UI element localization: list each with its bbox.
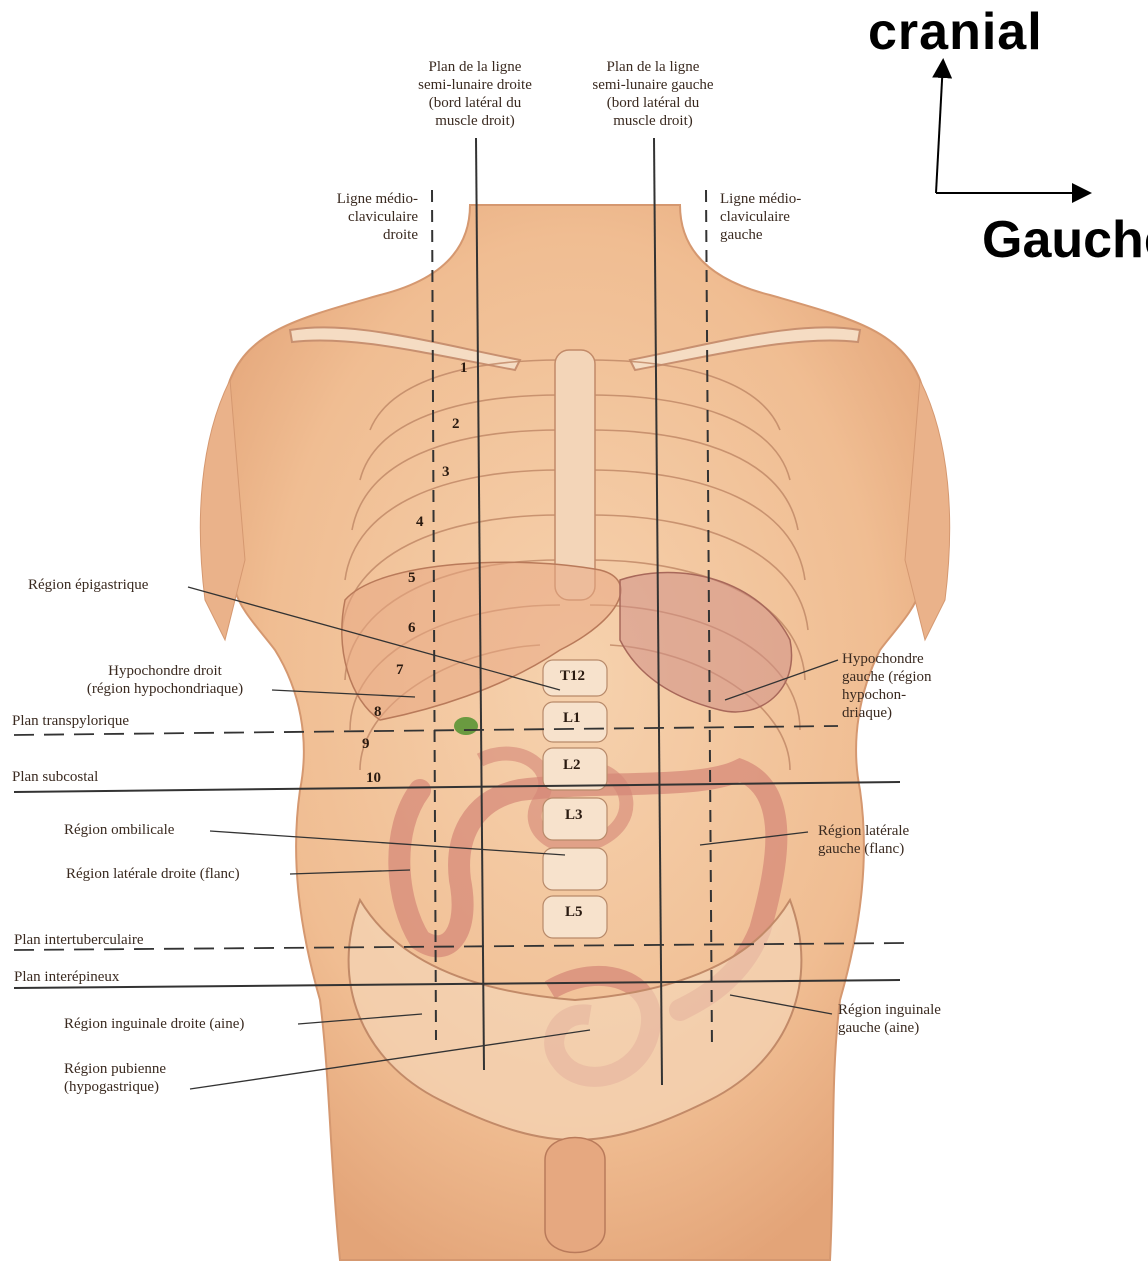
vertebra-l3: L3	[565, 807, 583, 824]
semilunaire-droite-label: Plan de la ligne semi-lunaire droite (bo…	[390, 58, 560, 130]
gallbladder	[454, 717, 478, 735]
vertebra-t12: T12	[560, 668, 585, 685]
region-laterale-gauche-label: Région latérale gauche (flanc)	[818, 822, 909, 858]
vertebral-column	[543, 660, 607, 938]
hypochondre-gauche-label: Hypochondre gauche (région hypochon- dri…	[842, 650, 932, 722]
rib-number-6: 6	[408, 620, 416, 637]
rib-number-5: 5	[408, 570, 416, 587]
medioclav-gauche-label: Ligne médio- claviculaire gauche	[720, 190, 840, 244]
region-inguinale-gauche-label: Région inguinale gauche (aine)	[838, 1001, 941, 1037]
plan-transpylorique-label: Plan transpylorique	[12, 712, 129, 730]
plan-interepineux-label: Plan interépineux	[14, 968, 119, 986]
region-pubienne-label: Région pubienne (hypogastrique)	[64, 1060, 166, 1096]
plan-intertuberculaire-label: Plan intertuberculaire	[14, 931, 144, 949]
rib-number-1: 1	[460, 360, 468, 377]
cranial-arrow	[936, 62, 943, 193]
rib-number-8: 8	[374, 704, 382, 721]
sternum	[555, 350, 595, 600]
rib-number-10: 10	[366, 770, 381, 787]
region-laterale-droite-label: Région latérale droite (flanc)	[66, 865, 240, 883]
cranial-label: cranial	[868, 2, 1043, 62]
vertebra-l5: L5	[565, 904, 583, 921]
rib-number-3: 3	[442, 464, 450, 481]
rib-number-4: 4	[416, 514, 424, 531]
plan-subcostal-label: Plan subcostal	[12, 768, 98, 786]
rib-number-2: 2	[452, 416, 460, 433]
semilunaire-gauche-label: Plan de la ligne semi-lunaire gauche (bo…	[568, 58, 738, 130]
genitals	[545, 1138, 605, 1253]
medioclav-droite-label: Ligne médio- claviculaire droite	[300, 190, 418, 244]
vertebra-l2: L2	[563, 757, 581, 774]
rib-number-9: 9	[362, 736, 370, 753]
vertebra-l1: L1	[563, 710, 581, 727]
gauche-label: Gauche	[982, 210, 1148, 270]
region-inguinale-droite-label: Région inguinale droite (aine)	[64, 1015, 244, 1033]
rib-number-7: 7	[396, 662, 404, 679]
region-epigastrique-label: Région épigastrique	[28, 576, 148, 594]
hypochondre-droit-label: Hypochondre droit (région hypochondriaqu…	[60, 662, 270, 698]
region-ombilicale-label: Région ombilicale	[64, 821, 174, 839]
